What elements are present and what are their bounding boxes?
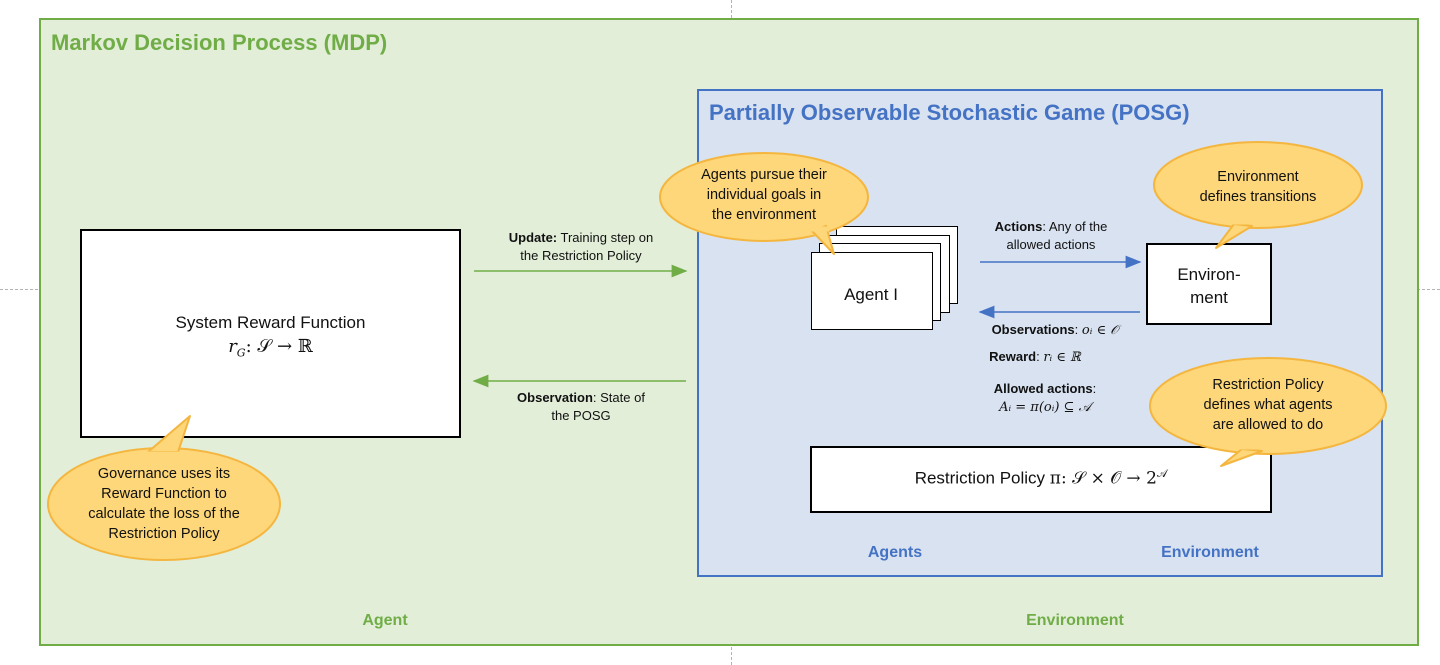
reward-function-formula: rG: 𝒮 → ℝ (228, 336, 313, 360)
agents-speech-bubble (659, 152, 869, 255)
environment-speech-bubble (1153, 141, 1363, 249)
posg-title: Partially Observable Stochastic Game (PO… (709, 100, 1190, 125)
environment-box (1146, 243, 1272, 325)
agent-card-front (811, 252, 933, 330)
mdp-environment-label: Environment (1026, 612, 1124, 629)
restriction-policy-label: Restriction Policy π: 𝒮 × 𝒪 → 2𝒜 (914, 467, 1168, 489)
restriction-policy-box (810, 446, 1272, 513)
agent-label: Agent I (844, 285, 898, 304)
governance-speech-bubble (47, 415, 281, 561)
mdp-title: Markov Decision Process (MDP) (51, 30, 388, 55)
posg-environment-label: Environment (1161, 544, 1259, 561)
reward-function-box (80, 229, 461, 438)
posg-agents-label: Agents (867, 544, 923, 561)
reward-function-title: System Reward Function (175, 313, 366, 332)
restriction-policy-speech-bubble (1149, 357, 1387, 467)
observations-label: Observations: oᵢ ∈ 𝒪 (991, 322, 1119, 338)
reward-label: Reward: rᵢ ∈ ℝ (989, 349, 1081, 365)
allowed-actions-label: Allowed actions:Aᵢ = π(oᵢ) ⊆ 𝒜 (993, 381, 1097, 415)
environment-label: Environ-ment (1177, 265, 1241, 307)
mdp-agent-label: Agent (362, 612, 408, 629)
